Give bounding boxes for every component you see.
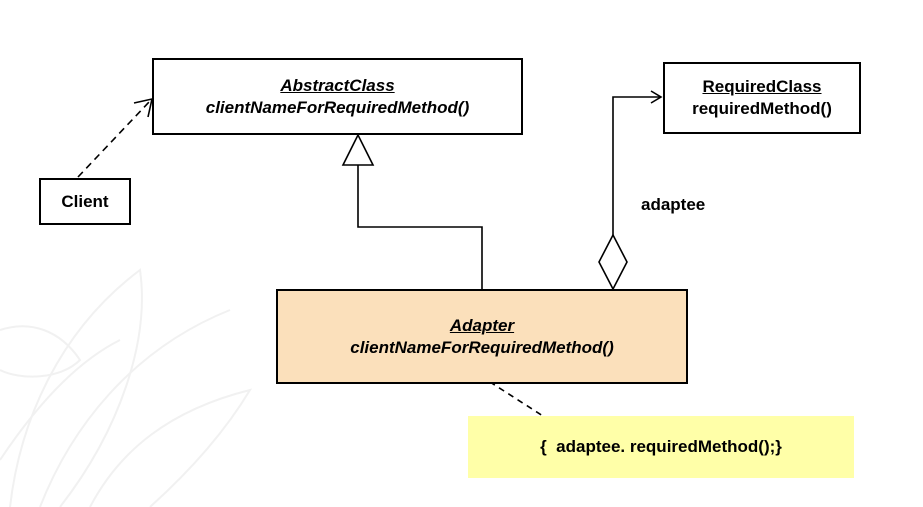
adapter-class-box: Adapter clientNameForRequiredMethod() <box>276 289 688 384</box>
client-dependency-line <box>77 100 151 178</box>
implementation-note: { adaptee. requiredMethod();} <box>468 416 854 478</box>
aggregation-arrowhead <box>650 90 663 104</box>
aggregation-line <box>612 96 660 235</box>
client-box: Client <box>39 178 131 225</box>
client-name: Client <box>61 191 109 211</box>
adapter-class-name: Adapter <box>449 315 515 335</box>
required-class-name: RequiredClass <box>702 77 822 96</box>
abstract-class-box: AbstractClass clientNameForRequiredMetho… <box>152 58 523 135</box>
required-class-method: requiredMethod() <box>692 99 832 118</box>
adapter-class-method: clientNameForRequiredMethod() <box>350 337 614 357</box>
implementation-note-text: { adaptee. requiredMethod();} <box>540 437 782 456</box>
inheritance-triangle <box>341 133 375 166</box>
generalization-line <box>357 165 483 289</box>
abstract-class-name: AbstractClass <box>280 75 395 95</box>
required-class-box: RequiredClass requiredMethod() <box>663 62 861 134</box>
abstract-class-method: clientNameForRequiredMethod() <box>205 97 470 117</box>
aggregation-diamond <box>598 233 628 291</box>
adaptee-association-label: adaptee <box>641 195 706 214</box>
